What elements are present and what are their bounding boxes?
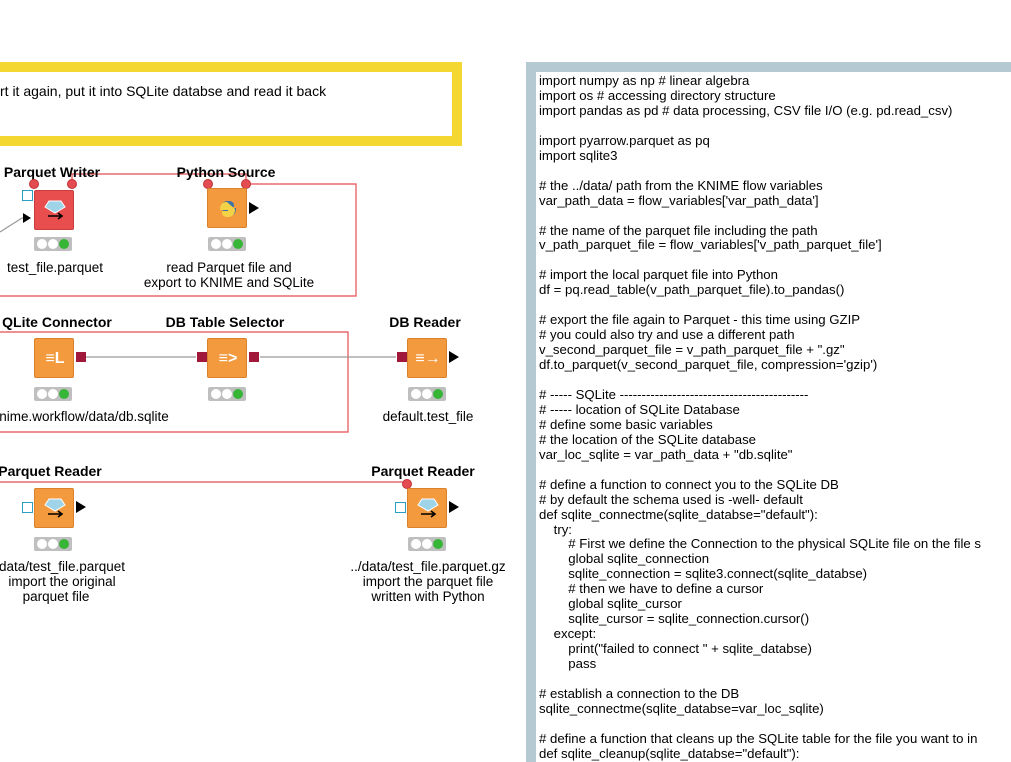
parquet-icon (417, 498, 439, 518)
parquet-reader-node[interactable] (407, 488, 447, 528)
code-line: # First we define the Connection to the … (539, 536, 982, 552)
python-source-node[interactable] (207, 188, 247, 228)
parquet-writer-label[interactable]: test_file.parquet (6, 260, 104, 275)
parquet-reader-label-line2[interactable]: import the original (8, 574, 116, 589)
code-line: df = pq.read_table(v_path_parquet_file).… (539, 282, 845, 298)
workflow-annotation[interactable]: rt it again, put it into SQLite databse … (0, 62, 462, 146)
annotation-text: rt it again, put it into SQLite databse … (0, 83, 327, 99)
parquet-writer-node[interactable] (34, 190, 74, 230)
code-line: sqlite_connection = sqlite3.connect(sqli… (539, 566, 868, 582)
code-line: # the ../data/ path from the KNIME flow … (539, 177, 823, 193)
python-source-title: Python Source (176, 164, 276, 180)
code-line: import sqlite3 (539, 147, 618, 163)
code-line: # ----- location of SQLite Database (539, 401, 740, 417)
code-line: # define a function to connect you to th… (539, 476, 839, 492)
code-line: global sqlite_connection (539, 551, 710, 567)
db-table-selector-icon: ≡> (218, 350, 238, 367)
parquet-reader-label-line2[interactable]: import the parquet file (362, 574, 494, 589)
parquet-reader-label-line3[interactable]: written with Python (371, 589, 485, 604)
code-line: v_second_parquet_file = v_path_parquet_f… (539, 342, 845, 358)
code-line: def sqlite_cleanup(sqlite_databse="defau… (539, 745, 800, 761)
code-line: import os # accessing directory structur… (539, 87, 776, 103)
sqlite-connector-node[interactable]: ≡L (34, 338, 74, 378)
code-annotation[interactable] (536, 72, 1011, 762)
db-output-port[interactable] (76, 352, 86, 362)
code-line: # by default the schema used is -well- d… (539, 491, 803, 507)
input-port[interactable] (22, 502, 33, 513)
node-status-traffic-light (408, 537, 446, 551)
output-port[interactable] (449, 501, 459, 513)
node-status-traffic-light (34, 537, 72, 551)
code-line: # define a function that cleans up the S… (539, 730, 978, 746)
output-port[interactable] (249, 202, 259, 214)
code-line: # then we have to define a cursor (539, 581, 764, 597)
flow-variable-port[interactable] (29, 179, 39, 189)
node-status-traffic-light (208, 237, 246, 251)
code-line: # you could also try and use a different… (539, 327, 795, 343)
db-connector-icon: ≡L (45, 350, 65, 367)
code-line: # import the local parquet file into Pyt… (539, 267, 778, 283)
db-reader-label[interactable]: default.test_file (382, 409, 474, 424)
parquet-reader-label-line1[interactable]: data/test_file.parquet (0, 559, 126, 574)
python-source-label-line1[interactable]: read Parquet file and (166, 260, 292, 275)
code-line: import pyarrow.parquet as pq (539, 132, 710, 148)
node-status-traffic-light (208, 387, 246, 401)
parquet-reader-title: Parquet Reader (371, 463, 475, 479)
python-icon (220, 201, 236, 217)
parquet-writer-title: Parquet Writer (3, 164, 101, 180)
code-line: # the location of the SQLite database (539, 431, 757, 447)
python-source-label-line2[interactable]: export to KNIME and SQLite (143, 275, 315, 290)
code-line: var_path_data = flow_variables['var_path… (539, 192, 819, 208)
output-port[interactable] (449, 351, 459, 363)
code-line: import numpy as np # linear algebra (539, 73, 750, 88)
node-status-traffic-light (34, 237, 72, 251)
db-reader-icon: ≡→ (415, 350, 441, 367)
db-output-port[interactable] (249, 352, 259, 362)
code-line: print("failed to connect " + sqlite_data… (539, 641, 812, 657)
parquet-icon (44, 200, 66, 220)
db-table-selector-node[interactable]: ≡> (207, 338, 247, 378)
db-input-port[interactable] (397, 352, 407, 362)
code-line: # export the file again to Parquet - thi… (539, 312, 861, 328)
code-line: df.to_parquet(v_second_parquet_file, com… (539, 357, 878, 373)
code-line: var_loc_sqlite = var_path_data + "db.sql… (539, 446, 793, 462)
sqlite-connector-label[interactable]: nime.workflow/data/db.sqlite (0, 409, 169, 424)
code-line: # establish a connection to the DB (539, 685, 740, 701)
code-line: try: (539, 521, 572, 537)
code-line: except: (539, 626, 597, 642)
code-line: sqlite_connectme(sqlite_databse=var_loc_… (539, 700, 824, 716)
db-table-selector-title: DB Table Selector (165, 314, 285, 330)
input-port[interactable] (22, 190, 33, 201)
parquet-icon (44, 498, 66, 518)
parquet-reader-label-line1[interactable]: ../data/test_file.parquet.gz (350, 559, 506, 574)
db-reader-node[interactable]: ≡→ (407, 338, 447, 378)
db-input-port[interactable] (197, 352, 207, 362)
node-status-traffic-light (408, 387, 446, 401)
code-line: v_path_parquet_file = flow_variables['v_… (539, 237, 882, 253)
code-line: pass (539, 656, 597, 672)
sqlite-connector-title: QLite Connector (2, 314, 112, 330)
output-port[interactable] (76, 501, 86, 513)
parquet-reader-title: Parquet Reader (0, 463, 102, 479)
parquet-reader-label-line3[interactable]: parquet file (22, 589, 90, 604)
db-reader-title: DB Reader (389, 314, 461, 330)
node-status-traffic-light (34, 387, 72, 401)
code-line: import pandas as pd # data processing, C… (539, 102, 953, 118)
code-line: def sqlite_connectme(sqlite_databse="def… (539, 506, 818, 522)
code-line: # define some basic variables (539, 416, 713, 432)
code-line: # the name of the parquet file including… (539, 222, 818, 238)
code-line: # ----- SQLite -------------------------… (539, 386, 809, 402)
code-line: global sqlite_cursor (539, 596, 682, 612)
flow-variable-port[interactable] (67, 179, 77, 189)
input-port[interactable] (23, 213, 31, 223)
input-port[interactable] (395, 502, 406, 513)
parquet-reader-node[interactable] (34, 488, 74, 528)
code-line: sqlite_cursor = sqlite_connection.cursor… (539, 611, 810, 627)
